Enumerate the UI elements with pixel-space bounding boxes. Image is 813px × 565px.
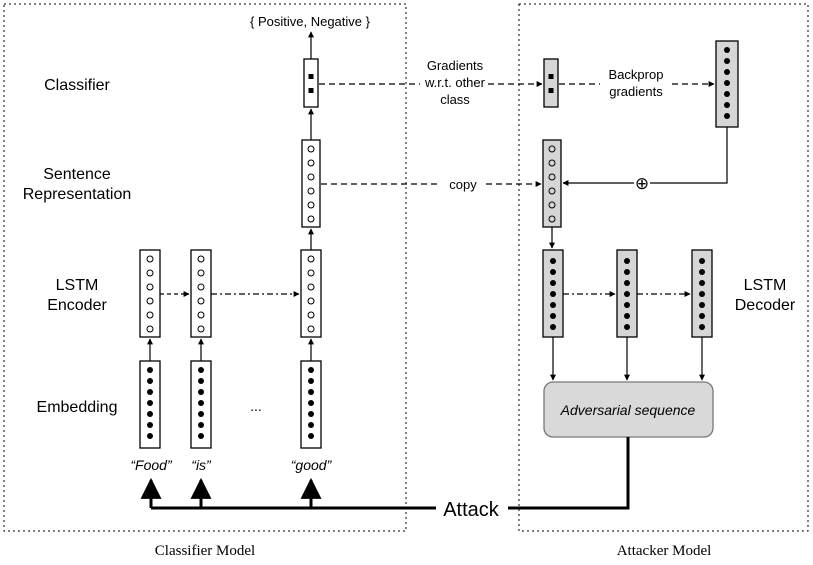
lstm-decoder-label-2: Decoder — [735, 297, 796, 314]
gradients-label-2: w.r.t. other — [424, 75, 486, 90]
lstm-encoder-vector-3 — [300, 249, 322, 338]
classifier-panel — [3, 3, 407, 532]
lstm-decoder-label-1: LSTM — [744, 277, 787, 294]
lstm-decoder-vector-1 — [542, 249, 564, 338]
output-classes: { Positive, Negative } — [250, 14, 371, 29]
classifier-label: Classifier — [44, 77, 110, 94]
embedding-ellipsis: ... — [250, 398, 262, 414]
attacker-arrows — [319, 81, 728, 381]
attacker-model-caption: Attacker Model — [617, 543, 712, 559]
sentence-representation-vector — [301, 139, 321, 228]
sentence-representation-label-1: Sentence — [43, 166, 111, 183]
adversarial-sequence-label: Adversarial sequence — [560, 402, 696, 418]
backprop-label-2: gradients — [609, 84, 663, 99]
gradients-label-1: Gradients — [427, 58, 484, 73]
attacker-gradient-vector — [543, 58, 559, 108]
embedding-vector-1 — [139, 360, 161, 449]
sum-icon: ⊕ — [635, 174, 649, 193]
classifier-model-caption: Classifier Model — [155, 543, 255, 559]
classifier-arrows — [147, 31, 314, 361]
attack-label: Attack — [443, 499, 500, 521]
backprop-label-1: Backprop — [609, 67, 664, 82]
lstm-decoder-vector-3 — [691, 249, 713, 338]
embedding-vector-3 — [300, 360, 322, 449]
copied-sentence-representation-vector — [542, 139, 562, 228]
sentence-representation-label-2: Representation — [23, 186, 132, 203]
copy-label: copy — [449, 177, 477, 192]
attack-path — [140, 437, 630, 510]
lstm-encoder-label-1: LSTM — [56, 277, 99, 294]
attacker-panel — [518, 3, 809, 532]
token-good: “good” — [291, 457, 333, 473]
classifier-output-vector — [303, 58, 319, 108]
lstm-encoder-label-2: Encoder — [47, 297, 107, 314]
lstm-encoder-vector-2 — [190, 249, 212, 338]
gradients-label-3: class — [440, 92, 470, 107]
lstm-encoder-vector-1 — [139, 249, 161, 338]
token-food: “Food” — [130, 457, 173, 473]
embedding-vector-2 — [190, 360, 212, 449]
embedding-label: Embedding — [37, 399, 118, 416]
lstm-decoder-vector-2 — [616, 249, 638, 338]
backprop-gradients-vector — [715, 40, 739, 128]
token-is: “is” — [191, 457, 212, 473]
